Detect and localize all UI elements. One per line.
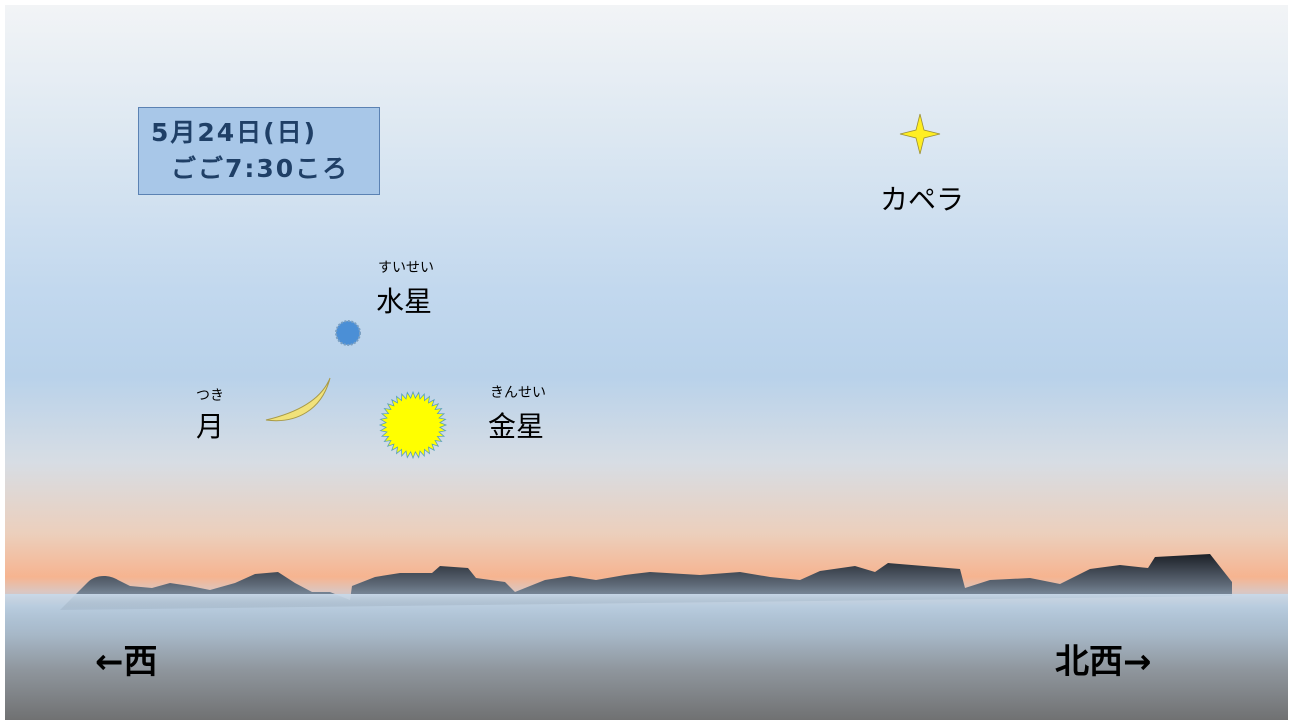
moon-ruby: つき xyxy=(196,388,224,404)
northwest-direction-label: 北西→ xyxy=(1055,642,1152,682)
mercury-label: 水星 xyxy=(376,285,433,318)
sun-burst-icon xyxy=(378,390,448,460)
star-icon xyxy=(899,113,941,155)
planet-icon xyxy=(335,320,361,346)
capella-label: カペラ xyxy=(880,183,965,216)
venus-label: 金星 xyxy=(488,410,545,443)
crescent-moon-icon xyxy=(265,377,331,422)
west-direction-label: ←西 xyxy=(95,642,158,682)
moon-label: 月 xyxy=(196,410,225,443)
mercury-ruby: すいせい xyxy=(378,260,434,276)
venus-ruby: きんせい xyxy=(490,385,546,401)
time-label: ごご7:30ころ xyxy=(171,154,350,183)
date-label: 5月24日(日) xyxy=(151,118,318,147)
date-time-box: 5月24日(日) ごご7:30ころ xyxy=(138,107,380,195)
